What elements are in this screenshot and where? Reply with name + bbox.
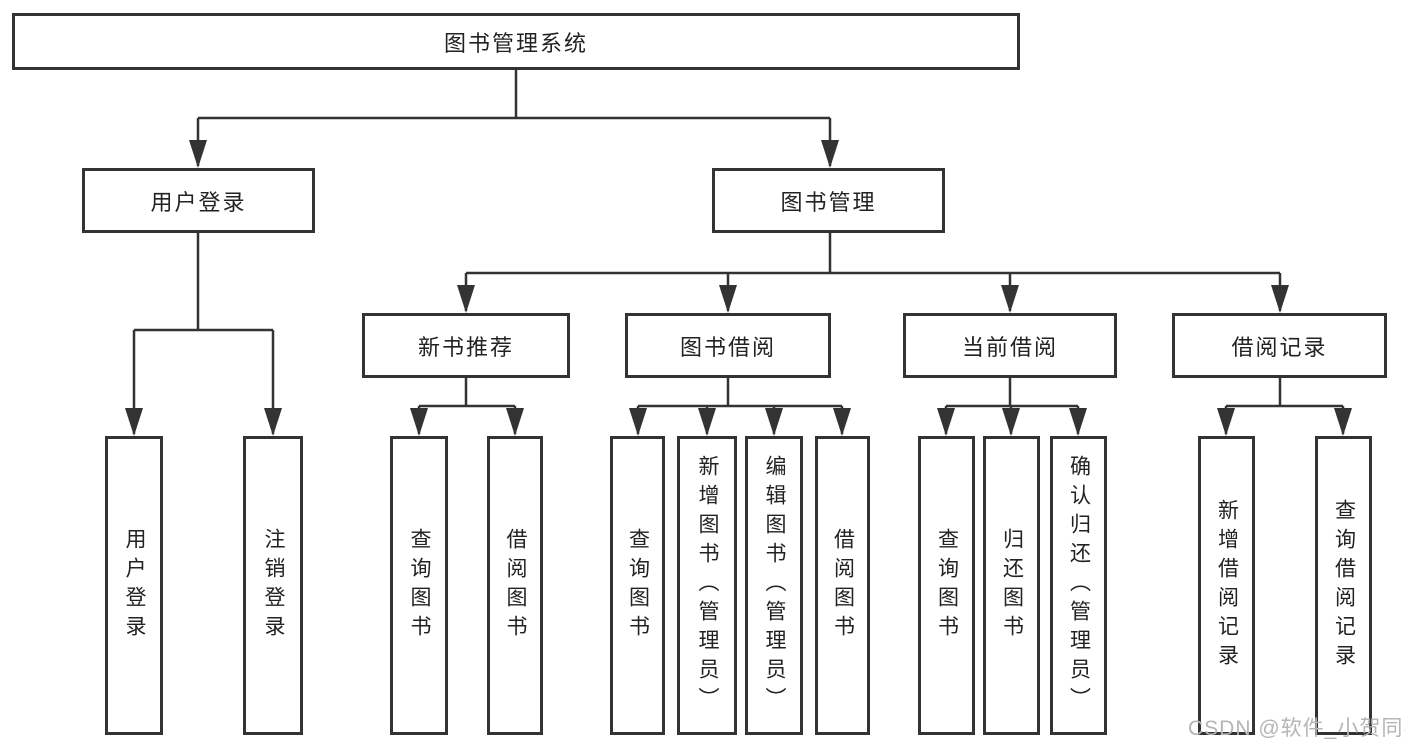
node-new-book-recommend: 新书推荐 [362,313,570,378]
leaf-borrow-books-2-label: 借阅图书 [831,527,855,644]
leaf-return-books: 归还图书 [983,436,1040,735]
leaf-add-borrow-record-label: 新增借阅记录 [1215,498,1239,673]
leaf-borrow-books-1: 借阅图书 [487,436,543,735]
leaf-query-books-1-label: 查询图书 [408,527,432,644]
leaf-query-books-3-label: 查询图书 [935,527,959,644]
leaf-add-books-admin: 新增图书（管理员） [677,436,737,735]
leaf-add-borrow-record: 新增借阅记录 [1198,436,1255,735]
leaf-query-books-2-label: 查询图书 [626,527,650,644]
node-user-login-label: 用户登录 [150,189,247,215]
leaf-query-books-1: 查询图书 [390,436,448,735]
node-book-borrow-label: 图书借阅 [679,334,776,360]
node-current-borrow: 当前借阅 [903,313,1117,378]
leaf-query-borrow-record-label: 查询借阅记录 [1332,498,1356,673]
leaf-edit-books-admin: 编辑图书（管理员） [745,436,803,735]
leaf-query-borrow-record: 查询借阅记录 [1315,436,1372,735]
leaf-borrow-books-2: 借阅图书 [815,436,870,735]
node-borrow-record: 借阅记录 [1172,313,1387,378]
node-book-management-label: 图书管理 [780,189,877,215]
leaf-return-books-label: 归还图书 [1000,527,1024,644]
node-book-management: 图书管理 [712,168,945,233]
node-root-label: 图书管理系统 [443,30,588,56]
leaf-add-books-admin-label: 新增图书（管理员） [696,455,720,716]
leaf-borrow-books-1-label: 借阅图书 [504,527,528,644]
leaf-user-login-label: 用户登录 [123,527,147,644]
node-root: 图书管理系统 [12,13,1020,70]
leaf-query-books-3: 查询图书 [918,436,975,735]
node-user-login: 用户登录 [82,168,315,233]
node-book-borrow: 图书借阅 [625,313,831,378]
node-current-borrow-label: 当前借阅 [961,334,1058,360]
leaf-confirm-return-admin-label: 确认归还（管理员） [1067,455,1091,716]
leaf-logout-label: 注销登录 [262,527,286,644]
leaf-user-login: 用户登录 [105,436,163,735]
leaf-query-books-2: 查询图书 [610,436,665,735]
node-new-book-recommend-label: 新书推荐 [417,334,514,360]
leaf-logout: 注销登录 [243,436,303,735]
node-borrow-record-label: 借阅记录 [1231,334,1328,360]
csdn-watermark: CSDN @软件_小贺同学 [1188,717,1405,740]
leaf-edit-books-admin-label: 编辑图书（管理员） [763,455,787,716]
leaf-confirm-return-admin: 确认归还（管理员） [1050,436,1107,735]
